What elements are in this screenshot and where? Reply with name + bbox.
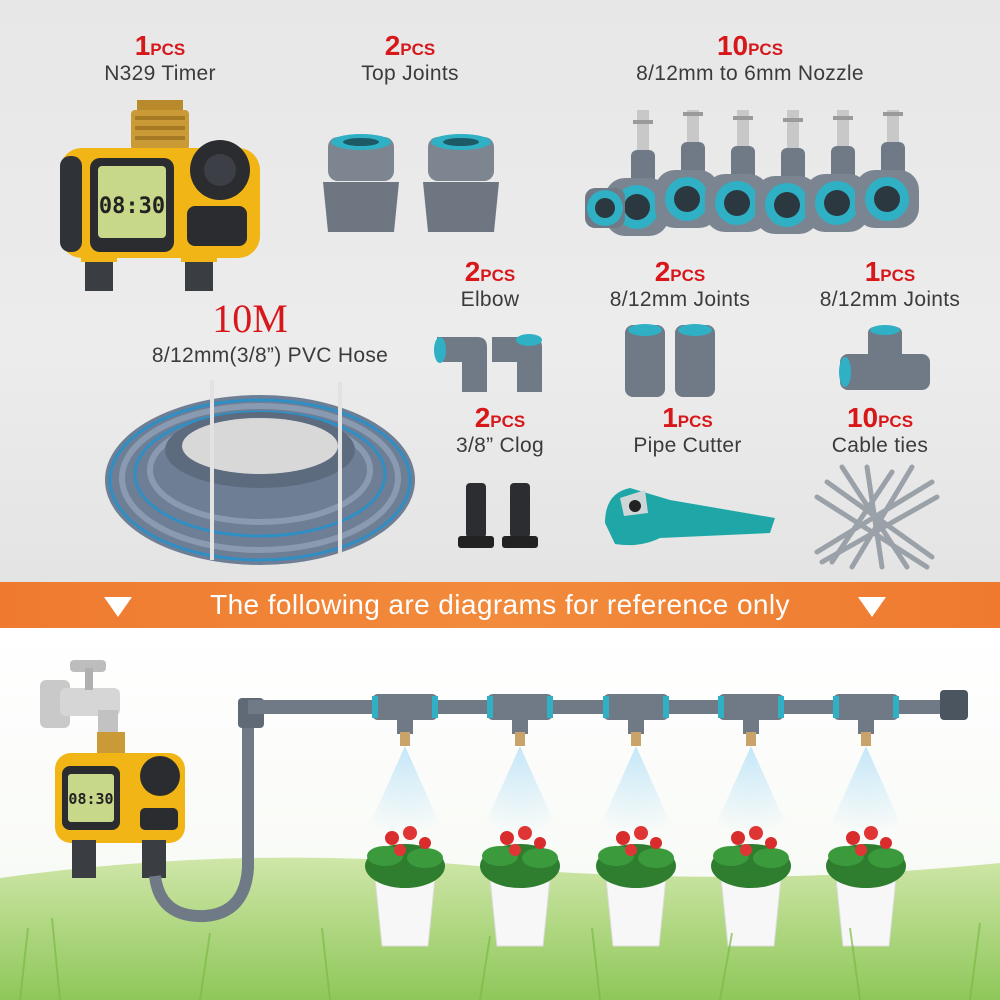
installation-diagram: 08:30 bbox=[0, 628, 1000, 1000]
hose-coil-image bbox=[105, 380, 415, 565]
timer-lcd-time: 08:30 bbox=[99, 194, 165, 219]
joints-1pcs-label: 1PCS 8/12mm Joints bbox=[819, 256, 961, 312]
clog-image bbox=[458, 483, 538, 548]
top-joints-image bbox=[323, 134, 499, 232]
cable-ties-image bbox=[814, 464, 940, 570]
elbow-image bbox=[434, 334, 542, 392]
tee-joint-image bbox=[839, 325, 930, 390]
kit-contents-panel: 1PCS N329 Timer 08:30 2PCS Top Joints bbox=[0, 0, 1000, 582]
triangle-down-icon bbox=[858, 597, 886, 617]
faucet-image bbox=[40, 660, 120, 736]
clog-label: 2PCS 3/8” Clog bbox=[456, 402, 544, 458]
banner-text: The following are diagrams for reference… bbox=[210, 589, 790, 620]
timer-diagram-image: 08:30 bbox=[55, 732, 185, 878]
joints-2pcs-image bbox=[625, 324, 715, 397]
reference-banner: The following are diagrams for reference… bbox=[0, 582, 1000, 628]
svg-text:08:30: 08:30 bbox=[68, 790, 113, 808]
pipe-cutter-image bbox=[605, 488, 775, 546]
timer-image: 08:30 bbox=[60, 100, 260, 291]
hose-label: 10M 8/12mm(3/8”) PVC Hose bbox=[151, 296, 389, 367]
pipe-cutter-label: 1PCS Pipe Cutter bbox=[633, 402, 742, 458]
elbow-label: 2PCS Elbow bbox=[460, 256, 520, 312]
joints-2pcs-label: 2PCS 8/12mm Joints bbox=[609, 256, 751, 312]
timer-label: 1PCS N329 Timer bbox=[104, 30, 216, 86]
nozzle-image bbox=[585, 110, 919, 236]
triangle-down-icon bbox=[104, 597, 132, 617]
cable-ties-label: 10PCS Cable ties bbox=[831, 402, 929, 458]
nozzle-label: 10PCS 8/12mm to 6mm Nozzle bbox=[636, 30, 864, 86]
top-joints-label: 2PCS Top Joints bbox=[361, 30, 459, 86]
